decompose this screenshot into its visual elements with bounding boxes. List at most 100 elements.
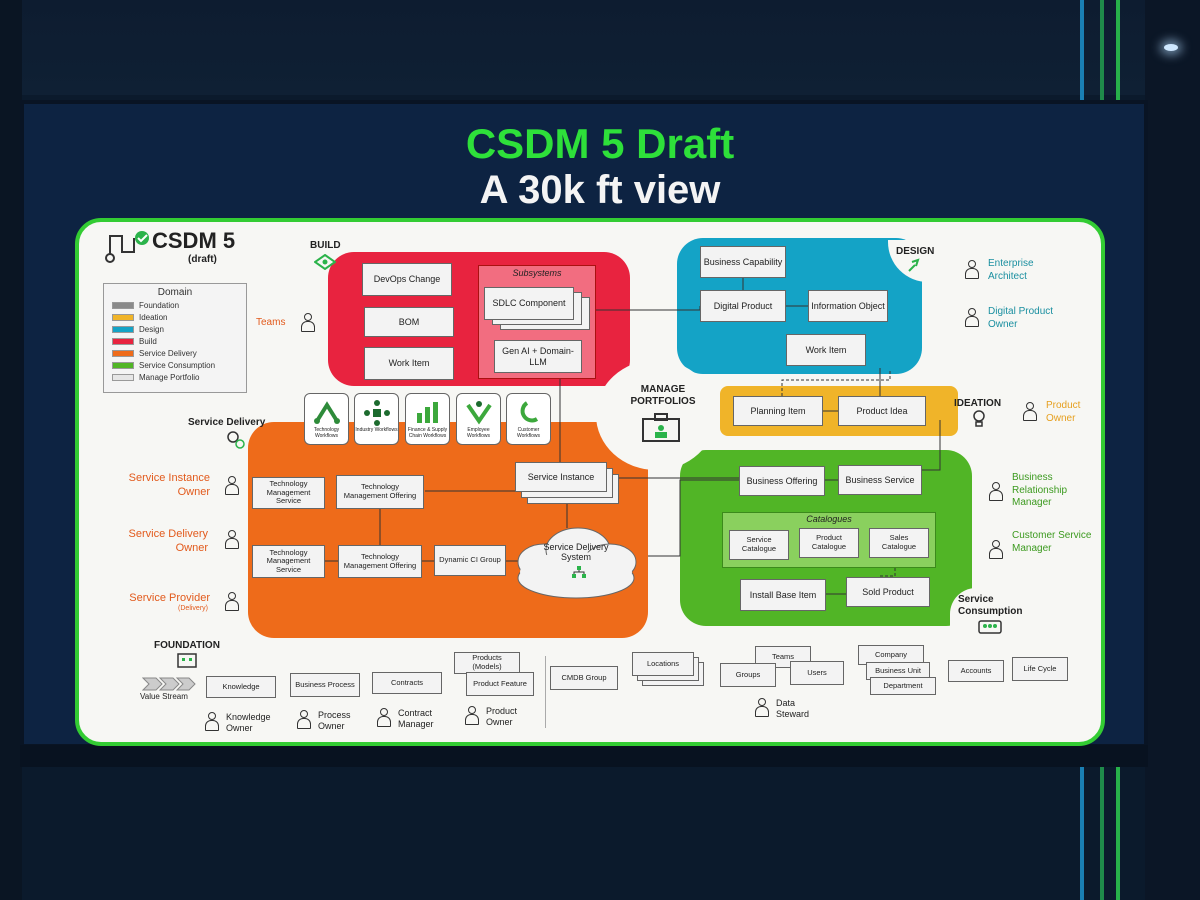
workflow-label: Technology Workflows: [313, 427, 340, 439]
value-stream-arrows-icon: [142, 677, 196, 691]
tech-mgmt-service-node-2: Technology Management Service: [252, 545, 325, 578]
digital-product-node: Digital Product: [700, 290, 786, 322]
csdm-logo-icon: [105, 231, 149, 263]
users-node: Users: [790, 661, 844, 685]
build-label: BUILD: [310, 240, 341, 251]
legend-item: Design: [112, 324, 246, 334]
information-object-node: Information Object: [808, 290, 888, 322]
legend-heading: Domain: [157, 287, 193, 298]
legend-item: Foundation: [112, 300, 246, 310]
business-offering-node: Business Offering: [739, 466, 825, 496]
process-owner-role: Process Owner: [318, 710, 351, 732]
tech-mgmt-service-node: Technology Management Service: [252, 477, 325, 509]
slide-title: CSDM 5 Draft: [465, 120, 735, 167]
cmdb-group-node: CMDB Group: [550, 666, 618, 690]
data-steward-role: Data Steward: [776, 698, 810, 720]
person-icon: [224, 530, 239, 549]
contracts-node: Contracts: [372, 672, 442, 694]
room-background-left: [0, 0, 22, 900]
legend-swatch: [112, 313, 134, 321]
legend-item: Ideation: [112, 312, 246, 322]
locations-node: Locations: [632, 652, 694, 676]
business-process-node: Business Process: [290, 673, 360, 697]
product-idea-node: Product Idea: [838, 396, 926, 426]
product-owner-role: Product Owner: [1046, 400, 1081, 424]
service-instance-owner-role: Service Instance Owner: [128, 472, 210, 498]
product-owner-role-2: Product Owner: [486, 706, 518, 728]
slide-subtitle: A 30k ft view: [479, 168, 721, 212]
workflow-label: Industry Workflows: [355, 427, 398, 433]
csm-role: Customer Service Manager: [1012, 530, 1092, 554]
workflow-tile: Finance & Supply Chain Workflows: [405, 393, 450, 445]
groups-node: Groups: [720, 663, 776, 687]
consumption-corner: [950, 588, 1040, 638]
ceiling-spotlight: [1164, 44, 1178, 51]
legend-swatch: [112, 301, 134, 309]
rocket-icon: [908, 258, 920, 272]
screen-frame-bottom: [20, 745, 1148, 767]
sales-catalogue-node: Sales Catalogue: [869, 528, 929, 558]
legend-label: Build: [139, 336, 157, 346]
room-background-top: [0, 0, 1200, 95]
workflow-label: Employee Workflows: [467, 427, 490, 439]
business-service-node: Business Service: [838, 465, 922, 495]
person-icon: [964, 308, 979, 327]
workflow-icon: [417, 402, 438, 423]
logo-subtitle: (draft): [188, 254, 217, 265]
build-work-item-node: Work Item: [364, 347, 454, 380]
service-provider-sub: (Delivery): [178, 605, 208, 612]
legend-swatch: [112, 361, 134, 369]
enterprise-architect-role: Enterprise Architect: [988, 258, 1034, 282]
service-delivery-system-node: Service Delivery System: [543, 542, 609, 563]
person-icon: [300, 313, 315, 332]
network-icon: [572, 566, 586, 578]
legend-item: Service Consumption: [112, 360, 246, 370]
person-icon: [224, 592, 239, 611]
workflow-icon: [520, 401, 539, 423]
person-icon: [964, 260, 979, 279]
life-cycle-node: Life Cycle: [1012, 657, 1068, 681]
devops-change-node: DevOps Change: [362, 263, 452, 296]
building-icon: [177, 653, 197, 668]
department-node: Department: [870, 677, 936, 695]
legend-swatch: [112, 349, 134, 357]
workflow-tile: Employee Workflows: [456, 393, 501, 445]
legend-label: Ideation: [139, 312, 168, 322]
person-icon: [988, 482, 1003, 501]
brm-role: Business Relationship Manager: [1012, 472, 1068, 508]
service-delivery-owner-role: Service Delivery Owner: [128, 528, 208, 554]
catalogues-label: Catalogues: [806, 514, 852, 524]
lightbulb-icon: [973, 410, 985, 427]
logo-title: CSDM 5: [152, 228, 236, 253]
wrench-gear-icon: [227, 431, 245, 449]
workflow-tile: Technology Workflows: [304, 393, 349, 445]
service-catalogue-node: Service Catalogue: [729, 530, 789, 560]
legend-item: Manage Portfolio: [112, 372, 246, 382]
foundation-divider: [545, 656, 546, 728]
workflow-tile: Customer Workflows: [506, 393, 551, 445]
legend-label: Service Delivery: [139, 348, 197, 358]
workflow-label: Customer Workflows: [517, 427, 540, 439]
workflow-icon: [364, 400, 390, 426]
workflow-label: Finance & Supply Chain Workflows: [407, 427, 448, 439]
dynamic-ci-group-node: Dynamic CI Group: [434, 545, 506, 576]
legend-label: Foundation: [139, 300, 180, 310]
install-base-item-node: Install Base Item: [740, 579, 826, 611]
cloud-icon: [517, 527, 637, 599]
legend-item: Build: [112, 336, 246, 346]
contract-manager-role: Contract Manager: [398, 708, 434, 730]
business-capability-node: Business Capability: [700, 246, 786, 278]
person-icon: [754, 698, 769, 717]
legend-swatch: [112, 325, 134, 333]
service-instance-node: Service Instance: [515, 462, 607, 492]
legend-swatch: [112, 373, 134, 381]
legend-label: Design: [139, 324, 164, 334]
product-catalogue-node: Product Catalogue: [799, 528, 859, 558]
tech-mgmt-offering-node-2: Technology Management Offering: [338, 545, 422, 578]
workflow-tile: Industry Workflows: [354, 393, 399, 445]
legend-item: Service Delivery: [112, 348, 246, 358]
legend-swatch: [112, 337, 134, 345]
accounts-node: Accounts: [948, 660, 1004, 682]
